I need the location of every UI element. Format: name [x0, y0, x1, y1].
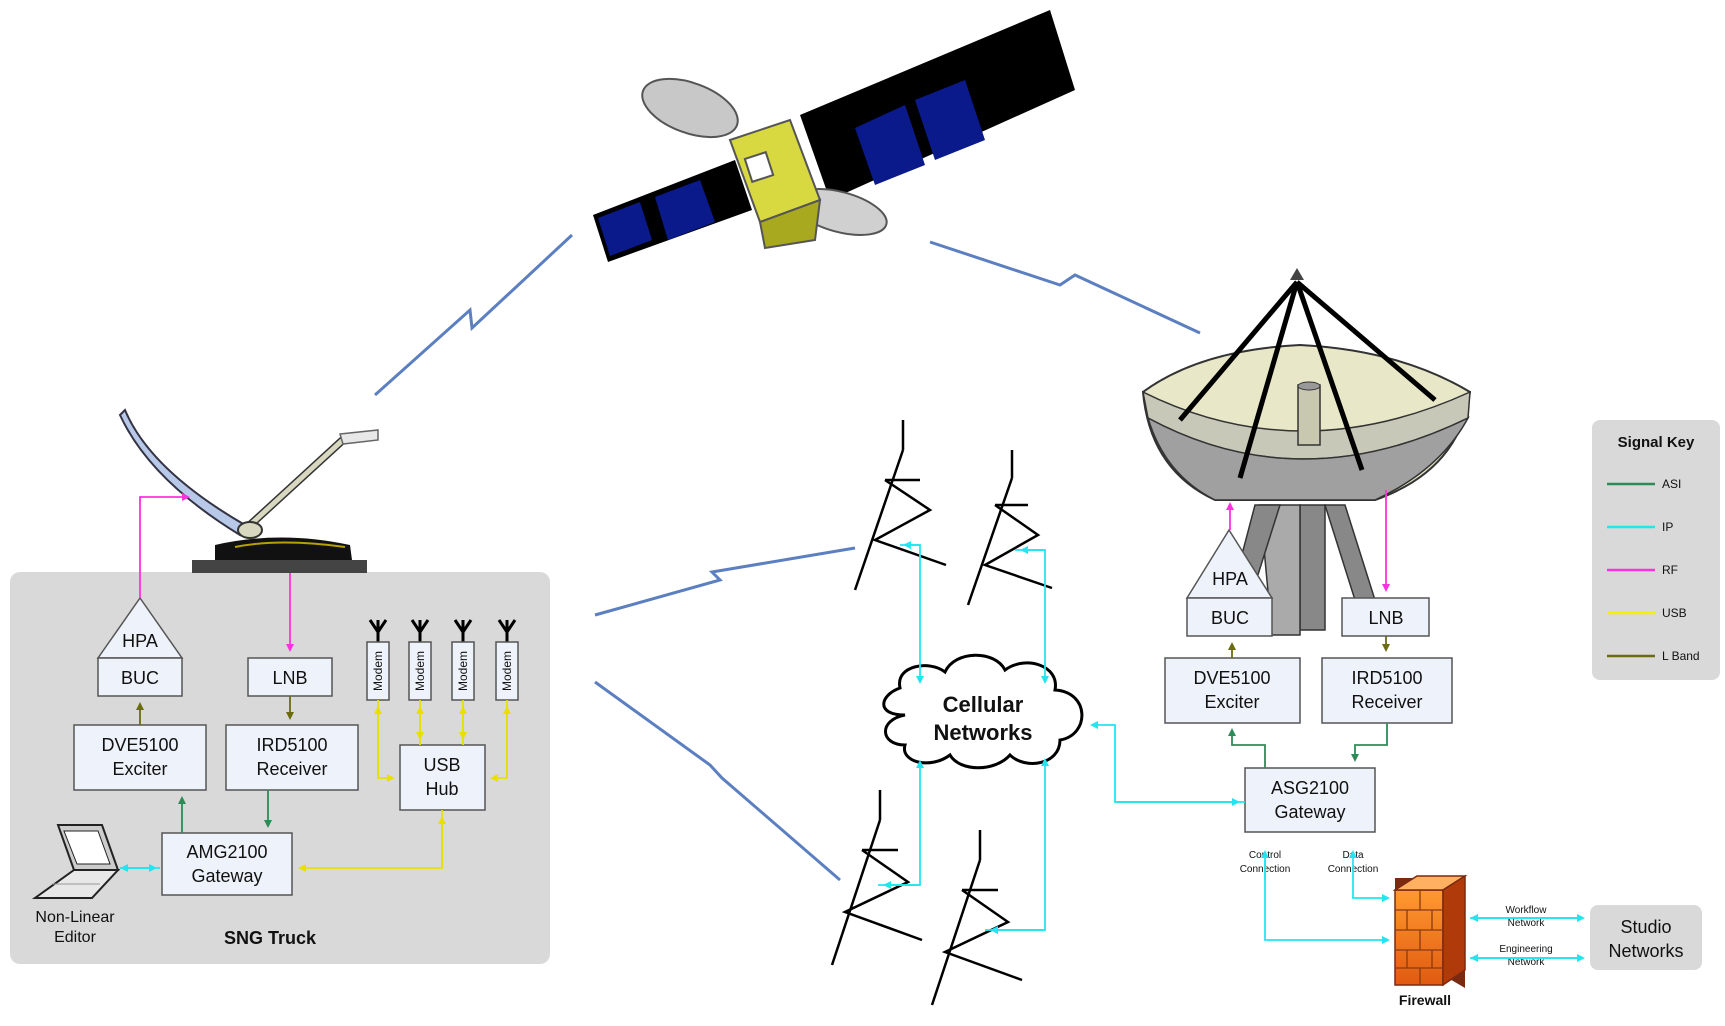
signal-key-label-usb: USB: [1662, 606, 1687, 620]
firewall-icon: [1392, 874, 1468, 988]
signal-key-items: ASI IP RF USB L Band: [1607, 477, 1700, 663]
truck-lnb-label: LNB: [272, 668, 307, 688]
editor-label-2: Editor: [54, 929, 96, 946]
cellular-label-2: Networks: [933, 720, 1032, 745]
cell-tower-2: [966, 450, 1053, 606]
truck-buc-box: [97, 657, 183, 697]
truck-gateway-label-1: AMG2100: [186, 842, 267, 862]
signal-key-title: Signal Key: [1618, 434, 1695, 451]
station-gateway-label-2: Gateway: [1274, 802, 1345, 822]
modem-1-label: Modem: [371, 651, 385, 691]
station-receiver-label-1: IRD5100: [1351, 668, 1422, 688]
modem-2: Modem: [408, 619, 432, 701]
ground-station-dish-icon: [1141, 268, 1472, 636]
truck-lnb-box: [247, 657, 333, 697]
truck-usb-hub-box: [399, 744, 486, 811]
modem-2-label: Modem: [413, 651, 427, 691]
truck-dish-icon: [118, 408, 379, 573]
truck-gateway-box: [161, 832, 293, 896]
studio-networks-box: [1590, 905, 1702, 970]
cellular-ip-links: [878, 541, 1049, 934]
station-connectors: [1090, 490, 1585, 962]
station-exciter-label-1: DVE5100: [1193, 668, 1270, 688]
station-exciter-label-2: Exciter: [1204, 692, 1259, 712]
truck-receiver-box: [225, 724, 359, 791]
sng-truck-title: SNG Truck: [224, 928, 317, 948]
station-lnb-box: [1341, 597, 1430, 637]
signal-key-label-l-band: L Band: [1662, 649, 1700, 663]
signal-key-label-rf: RF: [1662, 563, 1678, 577]
cell-tower-1: [853, 420, 947, 591]
truck-connectors: [120, 493, 511, 872]
truck-receiver-label-1: IRD5100: [256, 735, 327, 755]
satellite-icon: [593, 10, 1075, 262]
station-receiver-label-2: Receiver: [1351, 692, 1422, 712]
station-exciter-box: [1164, 657, 1301, 724]
truck-gateway-label-2: Gateway: [191, 866, 262, 886]
modem-1: Modem: [366, 619, 390, 701]
satellite-link-uplink: [373, 233, 574, 397]
workflow-network-label-2: Network: [1508, 918, 1546, 929]
modem-4-label: Modem: [500, 651, 514, 691]
studio-label-1: Studio: [1620, 917, 1671, 937]
cellular-label-1: Cellular: [943, 692, 1024, 717]
truck-exciter-box: [73, 724, 207, 791]
station-buc-label: BUC: [1211, 608, 1249, 628]
engineering-network-label-2: Network: [1508, 957, 1546, 968]
station-buc-box: [1186, 597, 1273, 637]
station-gateway-label-1: ASG2100: [1271, 778, 1349, 798]
studio-label-2: Networks: [1608, 941, 1683, 961]
truck-exciter-label-2: Exciter: [112, 759, 167, 779]
satellite-link-downlink: [929, 240, 1201, 335]
truck-receiver-label-2: Receiver: [256, 759, 327, 779]
truck-buc-label: BUC: [121, 668, 159, 688]
truck-exciter-label-1: DVE5100: [101, 735, 178, 755]
workflow-network-label-1: Workflow: [1506, 905, 1548, 916]
truck-usb-label-1: USB: [423, 755, 460, 775]
modem-3-label: Modem: [456, 651, 470, 691]
signal-key-label-asi: ASI: [1662, 477, 1681, 491]
signal-key-label-ip: IP: [1662, 520, 1673, 534]
laptop-icon: [31, 824, 121, 899]
truck-hpa-label: HPA: [122, 631, 158, 651]
cell-tower-3: [830, 790, 923, 966]
signal-key-panel: [1592, 420, 1720, 680]
cellular-link-upper: [594, 546, 856, 617]
firewall-label: Firewall: [1399, 992, 1451, 1008]
station-gateway-box: [1244, 767, 1376, 833]
station-lnb-label: LNB: [1368, 608, 1403, 628]
station-hpa-label: HPA: [1212, 569, 1248, 589]
engineering-network-label-1: Engineering: [1499, 944, 1552, 955]
cell-tower-4: [930, 830, 1023, 1006]
truck-usb-label-2: Hub: [425, 779, 458, 799]
editor-label-1: Non-Linear: [35, 909, 115, 926]
cellular-link-lower: [594, 680, 841, 882]
